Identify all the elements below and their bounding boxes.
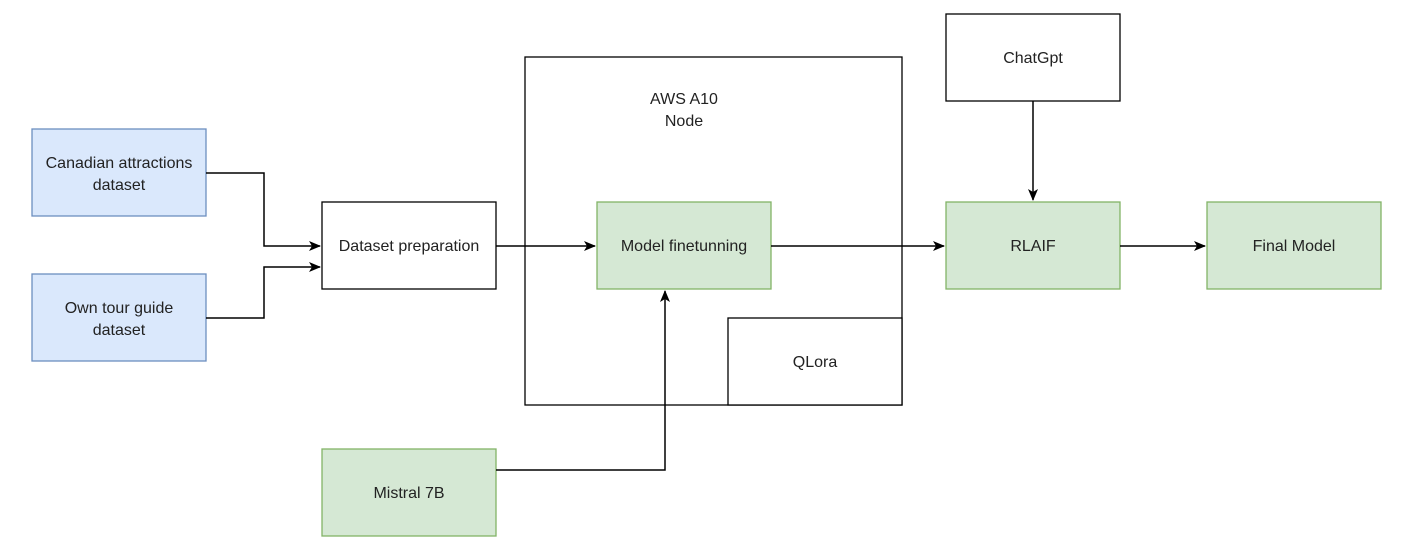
own-tour-guide-label-line-1: Own tour guide [65,300,174,317]
own-tour-guide-dataset-box: Own tour guide dataset [31,273,207,362]
chatgpt-box: ChatGpt [945,13,1121,102]
canadian-attractions-label-line-1: Canadian attractions [46,155,193,172]
edge-mistral-to-finetune [496,290,670,471]
dataset-preparation-label: Dataset preparation [339,238,480,255]
edge-own-tour-to-prep [206,262,321,319]
aws-node-label-line-2: Node [665,113,703,130]
dataset-preparation-box: Dataset preparation [321,201,497,290]
qlora-box: QLora [727,317,903,406]
edge-canadian-to-prep [206,172,321,251]
chatgpt-label: ChatGpt [1003,50,1063,67]
rlaif-box: RLAIF [945,201,1121,290]
own-tour-guide-label-line-2: dataset [93,322,146,339]
final-model-box: Final Model [1206,201,1382,290]
mistral-7b-box: Mistral 7B [321,448,497,537]
mistral-7b-label: Mistral 7B [373,485,444,502]
qlora-label: QLora [793,354,838,371]
rlaif-label: RLAIF [1010,238,1056,255]
model-finetuning-label: Model finetunning [621,238,747,255]
canadian-attractions-dataset-box: Canadian attractions dataset [31,128,207,217]
model-finetuning-box: Model finetunning [596,201,772,290]
aws-node-label-line-1: AWS A10 [650,91,718,108]
canadian-attractions-label-line-2: dataset [93,177,146,194]
final-model-label: Final Model [1253,238,1336,255]
